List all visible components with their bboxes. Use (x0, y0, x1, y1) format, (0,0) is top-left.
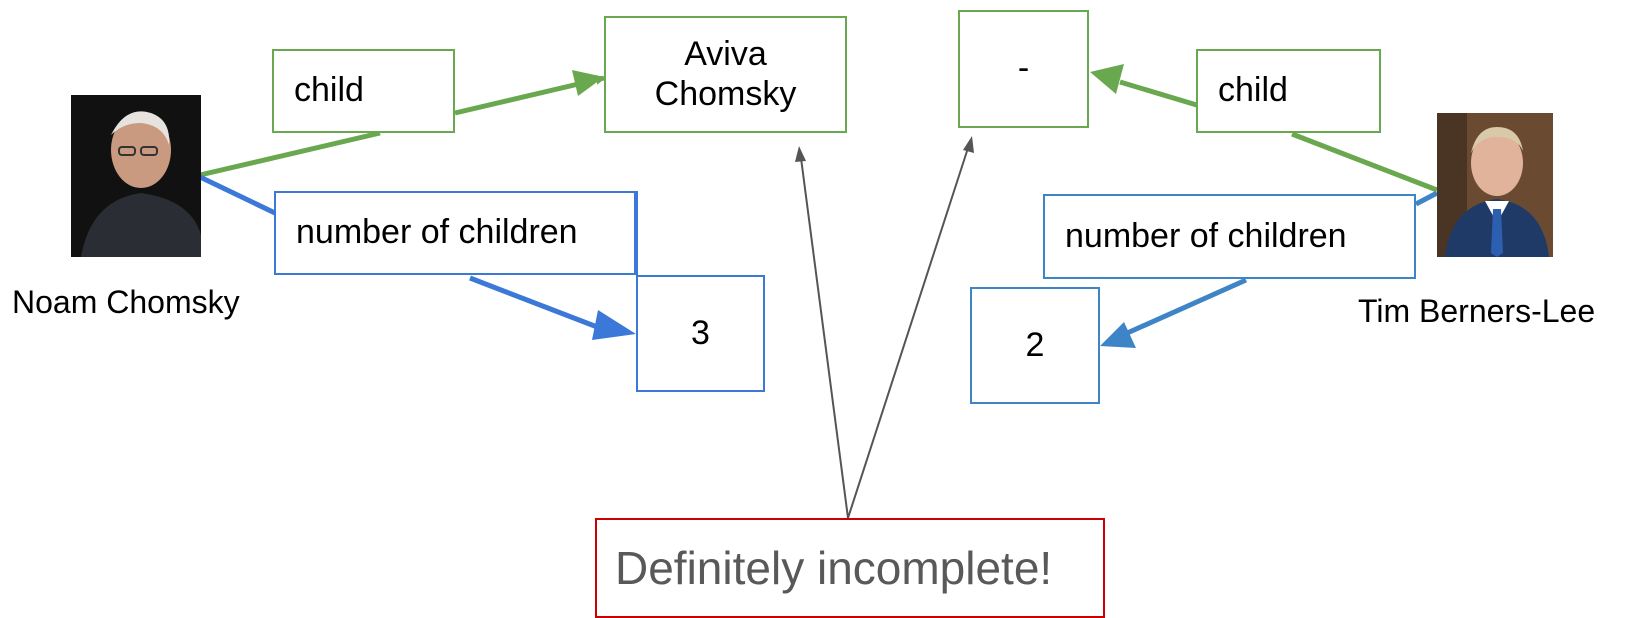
right-child-value-label: - (1017, 49, 1030, 88)
left-count-overlap-edge (636, 191, 638, 275)
left-child-relation-box: child (272, 49, 455, 133)
left-count-edge-out (469, 275, 606, 333)
right-child-value-box: - (958, 10, 1089, 128)
right-count-relation-label: number of children (1065, 216, 1347, 255)
left-count-value-box: 3 (636, 275, 765, 392)
right-child-edge-out (1119, 79, 1201, 109)
callout-arrowhead-right (963, 136, 974, 153)
right-count-arrowhead (1100, 322, 1136, 348)
left-child-relation-label: child (294, 71, 364, 110)
right-child-relation-label: child (1218, 71, 1288, 110)
right-count-relation-box: number of children (1043, 194, 1416, 279)
callout-arrow-left (800, 157, 849, 519)
right-child-arrowhead (1090, 64, 1124, 94)
right-count-value-label: 2 (1025, 325, 1045, 364)
incomplete-callout-text: Definitely incomplete! (615, 541, 1053, 594)
right-count-edge-in (1414, 190, 1439, 207)
left-count-edge-in (198, 174, 277, 216)
right-child-edge-in (1291, 131, 1438, 193)
noam-chomsky-photo (71, 95, 201, 257)
left-child-value-line1: Aviva (684, 35, 767, 74)
left-child-value-label: Aviva Chomsky (655, 35, 797, 113)
left-entity-name: Noam Chomsky (12, 284, 240, 320)
callout-arrow-right (847, 147, 969, 519)
left-count-relation-box: number of children (274, 191, 636, 275)
right-count-value-box: 2 (970, 287, 1100, 404)
person-photo-icon (71, 95, 201, 257)
left-count-arrowhead (592, 310, 636, 340)
left-child-value-line2: Chomsky (654, 74, 797, 113)
left-child-value-box: Aviva Chomsky (604, 16, 847, 133)
right-entity-name: Tim Berners-Lee (1358, 293, 1596, 329)
tim-berners-lee-photo (1437, 113, 1553, 257)
callout-arrowhead-left (795, 146, 806, 162)
left-count-relation-label: number of children (296, 213, 578, 252)
left-child-arrowhead (572, 70, 604, 96)
incomplete-callout-box: Definitely incomplete! (595, 518, 1105, 618)
left-child-edge-in (199, 130, 381, 178)
person-photo-icon (1437, 113, 1553, 257)
left-count-value-label: 3 (691, 313, 710, 352)
right-count-edge-out (1123, 277, 1248, 337)
right-child-relation-box: child (1196, 49, 1381, 133)
